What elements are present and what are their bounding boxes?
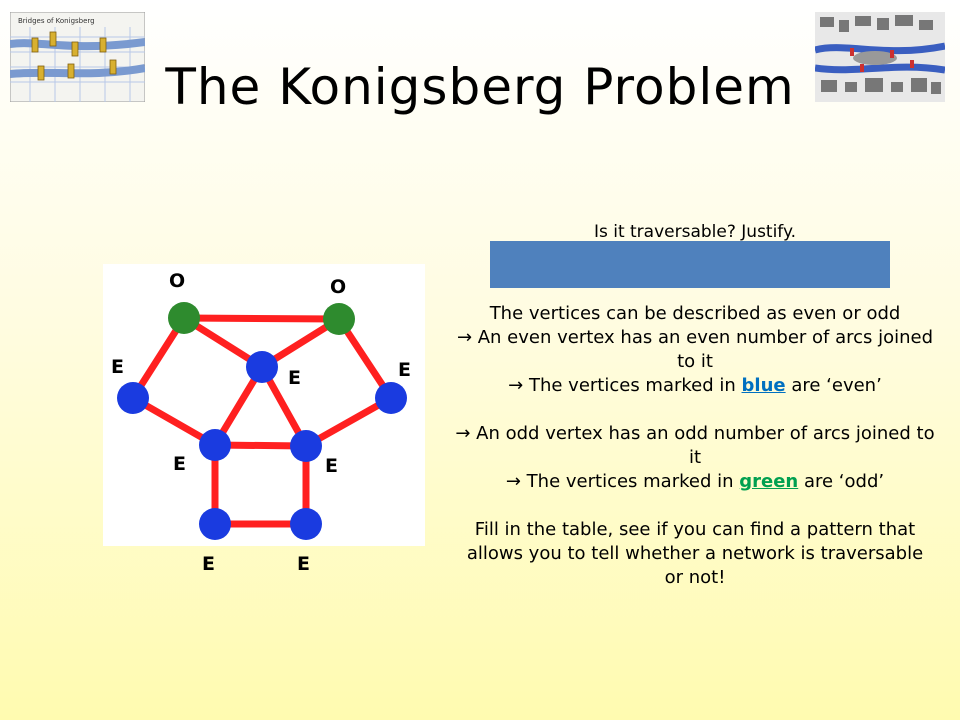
answer-box: [490, 241, 890, 288]
vertex-odd: [323, 303, 355, 335]
diagram-vertices: [117, 302, 407, 540]
thumb-caption: Bridges of Konigsberg: [18, 17, 95, 25]
vertex-label: E: [173, 453, 186, 475]
blue-vertices-line: → The vertices marked in blue are ‘even’: [508, 375, 882, 396]
vertex-even: [375, 382, 407, 414]
vertex-even: [290, 430, 322, 462]
explanation-text: The vertices can be described as even or…: [455, 302, 935, 590]
vertex-even: [246, 351, 278, 383]
vertex-even: [199, 508, 231, 540]
slide-title: The Konigsberg Problem: [165, 58, 795, 116]
vertex-label: O: [330, 276, 347, 298]
vertex-label: E: [297, 553, 310, 575]
vertex-even: [199, 429, 231, 461]
green-vertices-line: → The vertices marked in green are ‘odd’: [505, 471, 885, 492]
vertex-label: E: [398, 359, 411, 381]
even-definition: → An even vertex has an even number of a…: [456, 327, 934, 372]
closing-paragraph: Fill in the table, see if you can find a…: [466, 519, 924, 588]
vertex-label: E: [325, 455, 338, 477]
vertex-label: O: [169, 270, 186, 292]
diagram-edges: [129, 314, 395, 528]
vertex-odd: [168, 302, 200, 334]
network-diagram: O O E E E E E: [103, 264, 425, 546]
vertex-even: [290, 508, 322, 540]
intro-paragraph: The vertices can be described as even or…: [489, 303, 901, 324]
vertex-label: E: [202, 553, 215, 575]
edge: [302, 394, 395, 450]
odd-definition: → An odd vertex has an odd number of arc…: [455, 423, 935, 468]
green-word: green: [739, 471, 799, 492]
vertex-label: E: [111, 356, 124, 378]
vertex-even: [117, 382, 149, 414]
edge: [180, 314, 343, 323]
question-text: Is it traversable? Justify.: [593, 222, 797, 242]
bridges-map-thumbnail: Bridges of Konigsberg: [9, 11, 146, 103]
town-map-thumbnail: [814, 12, 946, 102]
vertex-label: E: [288, 367, 301, 389]
blue-word: blue: [741, 375, 786, 396]
